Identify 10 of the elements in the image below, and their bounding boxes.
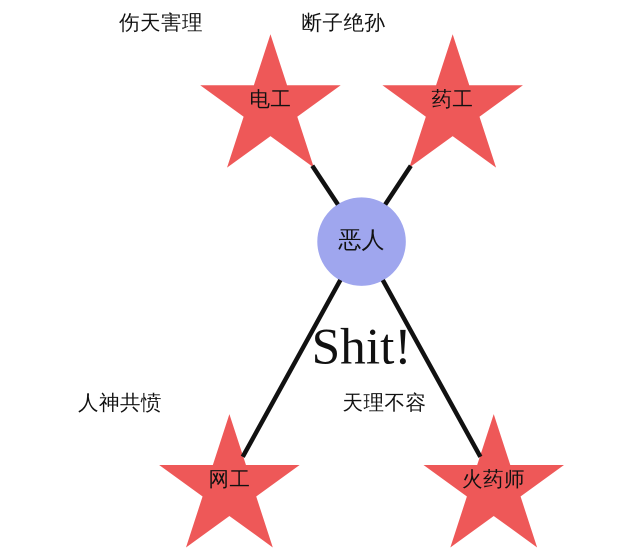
connector — [240, 279, 342, 458]
node-circle: 恶人 — [316, 197, 406, 286]
node-label: 天理不容 — [342, 390, 426, 414]
node-label: 人神共愤 — [78, 390, 162, 414]
connector — [380, 279, 482, 458]
connector — [310, 164, 340, 206]
connector — [382, 164, 412, 206]
node-label: 伤天害理 — [118, 10, 203, 35]
node-label: 断子绝孙 — [300, 10, 385, 35]
label: Shit! — [311, 318, 411, 376]
